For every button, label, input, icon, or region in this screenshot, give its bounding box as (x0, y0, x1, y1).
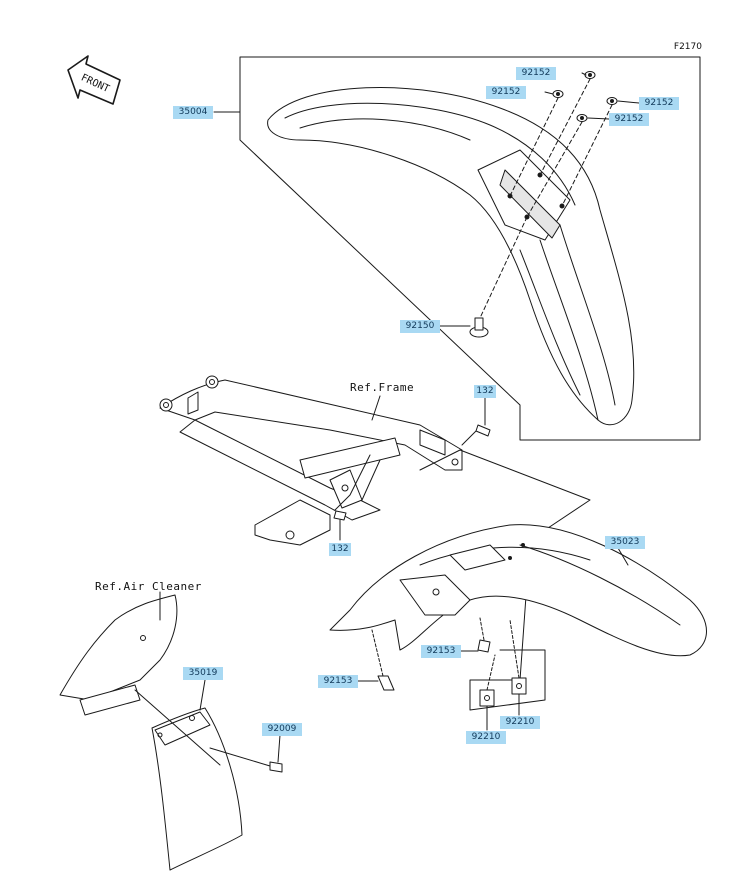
rear-fender-callout-box (419, 449, 591, 711)
part-tag-35023[interactable]: 35023 (605, 536, 645, 549)
front-fender-callout-box (239, 56, 701, 441)
part-tag-132-lower[interactable]: 132 (329, 543, 351, 556)
part-tag-92150[interactable]: 92150 (400, 320, 440, 333)
front-arrow-icon: FRONT (67, 55, 121, 105)
part-tag-92153-left[interactable]: 92153 (318, 675, 358, 688)
part-tag-92009[interactable]: 92009 (262, 723, 302, 736)
air-cleaner-reference (59, 594, 178, 716)
bolt-92009[interactable] (209, 747, 283, 773)
part-tag-92152-a[interactable]: 92152 (516, 67, 556, 80)
rear-fender-35023[interactable] (329, 524, 707, 657)
ref-air-cleaner-label: Ref.Air Cleaner (95, 580, 202, 593)
rear-frame-rails (159, 375, 463, 546)
bolt-132-lower[interactable] (333, 510, 347, 541)
bolt-92153-right[interactable] (477, 617, 491, 653)
part-tag-92210-left[interactable]: 92210 (466, 731, 506, 744)
bolt-92153-left[interactable] (371, 629, 395, 691)
bolt-132-upper[interactable] (461, 424, 491, 446)
part-tag-35019[interactable]: 35019 (183, 667, 223, 680)
part-tag-92152-c[interactable]: 92152 (639, 97, 679, 110)
nut-92210-left[interactable] (479, 689, 495, 707)
part-tag-92152-b[interactable]: 92152 (486, 86, 526, 99)
rubber-grommet-92150[interactable] (469, 317, 489, 338)
ref-frame-label: Ref.Frame (350, 381, 415, 394)
part-tag-132-upper[interactable]: 132 (474, 385, 496, 398)
part-tag-35004[interactable]: 35004 (173, 106, 213, 119)
front-fender-35004[interactable] (267, 87, 635, 426)
mud-flap-35019[interactable] (151, 707, 243, 871)
figure-code: F2170 (673, 42, 702, 52)
part-tag-92210-right[interactable]: 92210 (500, 716, 540, 729)
part-tag-92153-right[interactable]: 92153 (421, 645, 461, 658)
part-tag-92152-d[interactable]: 92152 (609, 113, 649, 126)
nut-92210-right[interactable] (511, 677, 527, 695)
